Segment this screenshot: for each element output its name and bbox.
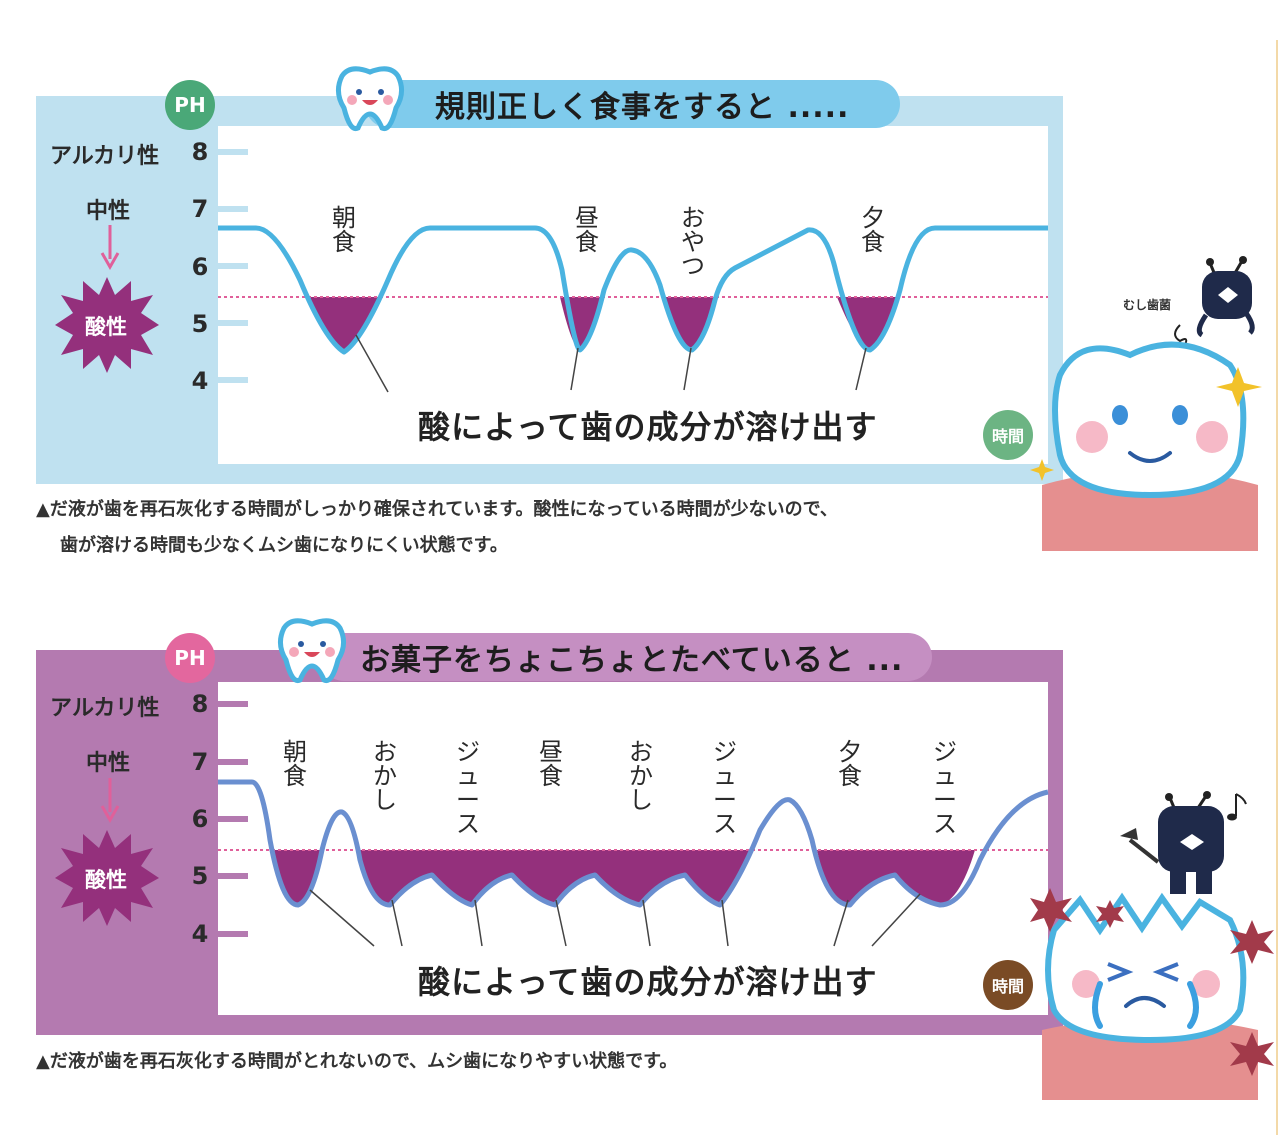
top-ph-curve-svg <box>218 225 1048 393</box>
bottom-meal-label-1: 朝食 <box>283 738 307 790</box>
top-title-pill: 規則正しく食事をすると ..... <box>365 80 900 128</box>
bottom-time-badge: 時間 <box>983 960 1033 1010</box>
bottom-pointer-lines <box>309 889 921 947</box>
bottom-caption-line1: ▲だ液が歯を再石灰化する時間がとれないので、ムシ歯になりやすい状態です。 <box>36 1051 678 1072</box>
bottom-tick-5 <box>218 873 248 879</box>
bottom-tick-7 <box>218 759 248 765</box>
top-neutral-label: 中性 <box>86 199 131 224</box>
crying-tooth-illustration <box>1030 791 1274 1100</box>
pain-star-icons <box>1030 888 1274 1076</box>
bottom-ph-6: 6 <box>191 805 209 833</box>
top-tick-6 <box>218 263 248 269</box>
bottom-tick-6 <box>218 816 248 822</box>
top-tick-7 <box>218 206 248 212</box>
top-ph-4: 4 <box>191 367 209 395</box>
germ-with-pick-icon <box>1120 791 1247 894</box>
top-meal-label-4: 夕食 <box>861 204 885 256</box>
top-meal-label-1: 朝食 <box>332 204 356 256</box>
top-acid-text: 酸によって歯の成分が溶け出す <box>418 408 878 446</box>
top-time-badge: 時間 <box>983 410 1033 460</box>
top-tick-5 <box>218 320 248 326</box>
bottom-ph-5: 5 <box>191 862 209 890</box>
top-title: 規則正しく食事をすると ..... <box>435 90 850 125</box>
top-acid-starburst <box>55 277 159 373</box>
bottom-tick-4 <box>218 931 248 937</box>
top-ph-line <box>218 225 1048 355</box>
bottom-ph-7: 7 <box>191 748 209 776</box>
bottom-ph-curve-svg <box>218 779 1049 947</box>
bottom-ph-4: 4 <box>191 920 209 948</box>
germ-icon <box>1174 256 1255 348</box>
top-ph-badge: PH <box>165 80 215 130</box>
bottom-down-arrow <box>100 778 120 823</box>
bottom-meal-label-7: 夕食 <box>838 738 862 790</box>
top-meal-label-2: 昼食 <box>575 204 599 256</box>
top-tooth-icon <box>336 66 404 132</box>
bottom-meal-label-3: ジュース <box>456 738 480 838</box>
germ-label: むし歯菌 <box>1123 298 1172 312</box>
right-edge-line <box>1276 40 1278 1135</box>
top-acidic-label: 酸性 <box>85 315 127 339</box>
top-chart-area <box>218 126 1048 464</box>
bottom-acid-fill <box>272 850 975 905</box>
bottom-alkaline-label: アルカリ性 <box>50 696 160 721</box>
bottom-ph-badge: PH <box>165 633 215 683</box>
top-caption-line2: 歯が溶ける時間も少なくムシ歯になりにくい状態です。 <box>60 535 508 556</box>
bottom-title: お菓子をちょこちょとたべていると ... <box>360 643 904 678</box>
top-ph-6: 6 <box>191 253 209 281</box>
top-tick-8 <box>218 149 248 155</box>
bottom-ph-8: 8 <box>191 690 209 718</box>
happy-tooth-illustration <box>1030 256 1262 551</box>
top-down-arrow <box>100 225 120 270</box>
bottom-acid-text: 酸によって歯の成分が溶け出す <box>418 963 878 1001</box>
top-pointer-lines <box>355 334 867 393</box>
bottom-meal-label-5: おかし <box>629 738 653 814</box>
bottom-acidic-label: 酸性 <box>85 868 127 892</box>
bottom-neutral-label: 中性 <box>86 751 131 776</box>
bottom-acid-starburst <box>55 830 159 926</box>
bottom-tooth-icon <box>278 618 346 684</box>
top-ph-8: 8 <box>191 138 209 166</box>
bottom-meal-label-2: おかし <box>373 738 397 814</box>
bottom-meal-label-4: 昼食 <box>539 738 563 790</box>
top-caption-line1: ▲だ液が歯を再石灰化する時間がしっかり確保されています。酸性になっている時間が少… <box>36 499 838 520</box>
bottom-meal-label-8: ジュース <box>933 738 957 838</box>
bottom-ph-line <box>218 779 1049 908</box>
top-meal-label-3: おやつ <box>681 204 705 280</box>
bottom-meal-label-6: ジュース <box>713 738 737 838</box>
bottom-tick-8 <box>218 701 248 707</box>
top-alkaline-label: アルカリ性 <box>50 144 160 169</box>
top-tick-4 <box>218 377 248 383</box>
top-ph-5: 5 <box>191 310 209 338</box>
bottom-title-pill: お菓子をちょこちょとたべていると ... <box>320 633 932 681</box>
top-ph-7: 7 <box>191 195 209 223</box>
